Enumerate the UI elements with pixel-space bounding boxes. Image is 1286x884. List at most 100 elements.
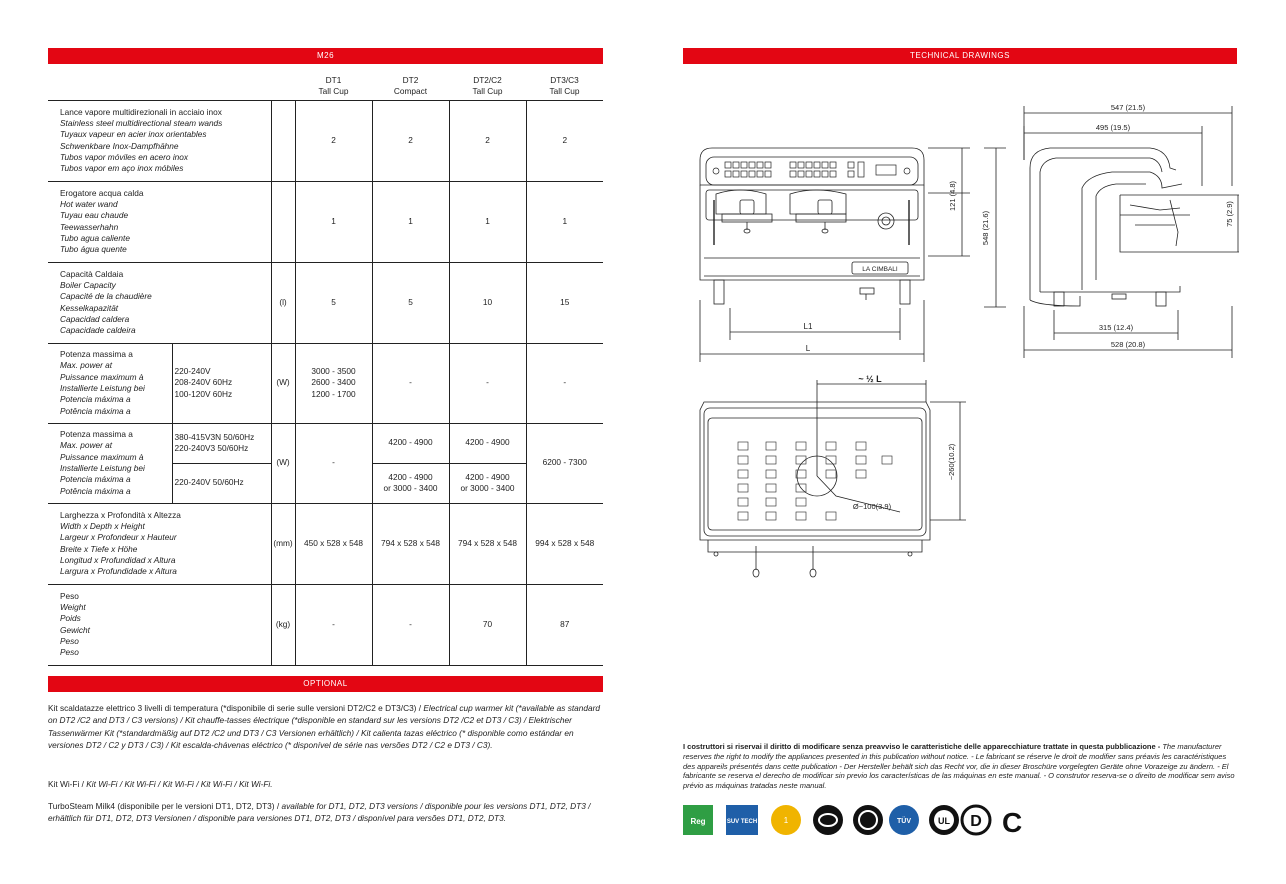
logo-1: Reg — [683, 805, 713, 835]
front-view: LA CIMBALI 121 (4.8) 548 (21.6) L1 L — [699, 147, 1006, 362]
value-cell: 87 — [525, 584, 603, 666]
value-cell: 1 — [525, 181, 603, 263]
value-cell: 5 — [294, 262, 372, 344]
voltage-cell: 220-240V 208-240V 60Hz 100-120V 60Hz — [171, 343, 271, 424]
unit-cell: (kg) — [270, 584, 295, 666]
voltage-cell: 380-415V3N 50/60Hz 220-240V3 50/60Hz — [171, 423, 271, 464]
dim-75: 75 (2.9) — [1225, 201, 1234, 227]
row-dimensions: Larghezza x Profondità x Altezza Width x… — [48, 503, 603, 585]
value-cell: 450 x 528 x 548 — [294, 503, 372, 585]
value-cell: - — [294, 423, 372, 504]
dim-547: 547 (21.5) — [1111, 103, 1146, 112]
row-label: Peso Weight Poids Gewicht Peso Peso — [48, 584, 271, 666]
optional-turbosteam: TurboSteam Milk4 (disponibile per le ver… — [48, 801, 591, 824]
logo-5 — [853, 805, 883, 835]
svg-text:D: D — [970, 813, 982, 830]
optional-wifi: Kit Wi-Fi / Kit Wi-Fi / Kit Wi-Fi / Kit … — [48, 779, 273, 789]
dim-l1: L1 — [804, 322, 813, 331]
value-cell: 3000 - 3500 2600 - 3400 1200 - 1700 — [294, 343, 372, 424]
value-cell: 70 — [448, 584, 526, 666]
value-cell: 4200 - 4900 — [371, 423, 449, 464]
row-steam-wands: Lance vapore multidirezionali in acciaio… — [48, 100, 603, 182]
row-label: Potenza massima a Max. power at Puissanc… — [48, 423, 172, 504]
front-brand-plate: LA CIMBALI — [862, 266, 898, 273]
dim-half-l: ~ ½ L — [858, 374, 882, 384]
value-cell: 15 — [525, 262, 603, 344]
logo-6: TÜV — [889, 805, 919, 835]
certification-logos: Reg SUV TECH 1 TÜV UL D CE — [683, 804, 1023, 837]
value-cell: - — [448, 343, 526, 424]
value-cell: 5 — [371, 262, 449, 344]
row-hot-water: Erogatore acqua calda Hot water wand Tuy… — [48, 181, 603, 263]
model-title-bar: M26 — [48, 48, 603, 64]
unit-cell — [270, 181, 295, 263]
logo-3: 1 — [771, 805, 801, 835]
svg-text:1: 1 — [784, 816, 789, 825]
row-boiler-capacity: Capacità Caldaia Boiler Capacity Capacit… — [48, 262, 603, 344]
value-cell: - — [371, 584, 449, 666]
value-cell: 794 x 528 x 548 — [371, 503, 449, 585]
unit-cell: (mm) — [270, 503, 295, 585]
value-cell: 10 — [448, 262, 526, 344]
logo-2: SUV TECH — [726, 805, 758, 835]
value-cell: - — [371, 343, 449, 424]
row-label: Larghezza x Profondità x Altezza Width x… — [48, 503, 271, 585]
unit-cell: (W) — [270, 423, 295, 504]
value-cell: 2 — [448, 100, 526, 182]
value-cell: 1 — [294, 181, 372, 263]
technical-drawings-bar: TECHNICAL DRAWINGS — [683, 48, 1237, 64]
row-label: Potenza massima a Max. power at Puissanc… — [48, 343, 172, 424]
dim-121: 121 (4.8) — [948, 180, 957, 211]
svg-text:Reg: Reg — [690, 817, 705, 826]
optional-cup-warmer: Kit scaldatazze elettrico 3 livelli di t… — [48, 703, 600, 750]
dim-548: 548 (21.6) — [981, 210, 990, 245]
value-cell: 794 x 528 x 548 — [448, 503, 526, 585]
svg-text:CE: CE — [1002, 807, 1023, 837]
value-cell: 6200 - 7300 — [525, 423, 603, 504]
svg-text:UL: UL — [938, 816, 950, 826]
dim-l: L — [806, 344, 811, 353]
logo-9: CE — [1002, 807, 1023, 837]
disclaimer-note: I costruttori si riservai il diritto di … — [683, 742, 1235, 791]
value-cell: 1 — [371, 181, 449, 263]
value-cell: - — [525, 343, 603, 424]
voltage-cell: 220-240V 50/60Hz — [171, 463, 271, 504]
value-cell: 2 — [294, 100, 372, 182]
value-cell: 2 — [525, 100, 603, 182]
technical-drawings-title: TECHNICAL DRAWINGS — [910, 51, 1010, 60]
row-weight: Peso Weight Poids Gewicht Peso Peso (kg)… — [48, 584, 603, 666]
value-cell: 2 — [371, 100, 449, 182]
value-cell: - — [294, 584, 372, 666]
optional-title-bar: OPTIONAL — [48, 676, 603, 692]
technical-drawing: LA CIMBALI 121 (4.8) 548 (21.6) L1 L 547… — [699, 103, 1239, 578]
row-label: Capacità Caldaia Boiler Capacity Capacit… — [48, 262, 271, 344]
optional-title: OPTIONAL — [303, 679, 348, 688]
svg-text:TÜV: TÜV — [897, 816, 911, 825]
value-cell: 994 x 528 x 548 — [525, 503, 603, 585]
dim-528: 528 (20.8) — [1111, 340, 1146, 349]
model-title: M26 — [316, 51, 335, 60]
svg-text:SUV TECH: SUV TECH — [727, 819, 757, 825]
dim-260: ~260(10.2) — [947, 443, 956, 480]
top-view: ~ ½ L ~260(10.2) Ø~100(3.9) — [699, 374, 966, 578]
dim-495: 495 (19.5) — [1096, 123, 1131, 132]
logo-8: D — [960, 804, 992, 836]
unit-cell — [270, 100, 295, 182]
row-max-power-1: Potenza massima a Max. power at Puissanc… — [48, 343, 603, 424]
unit-cell: (W) — [270, 343, 295, 424]
dim-315: 315 (12.4) — [1099, 323, 1134, 332]
side-view: 547 (21.5) 495 (19.5) 75 (2.9) 315 (12.4… — [1023, 103, 1239, 358]
value-cell: 4200 - 4900 — [448, 423, 526, 464]
logo-7: UL — [929, 805, 959, 835]
row-max-power-2: Potenza massima a Max. power at Puissanc… — [48, 423, 603, 504]
row-label: Lance vapore multidirezionali in acciaio… — [48, 100, 271, 182]
dim-100: Ø~100(3.9) — [853, 502, 892, 511]
